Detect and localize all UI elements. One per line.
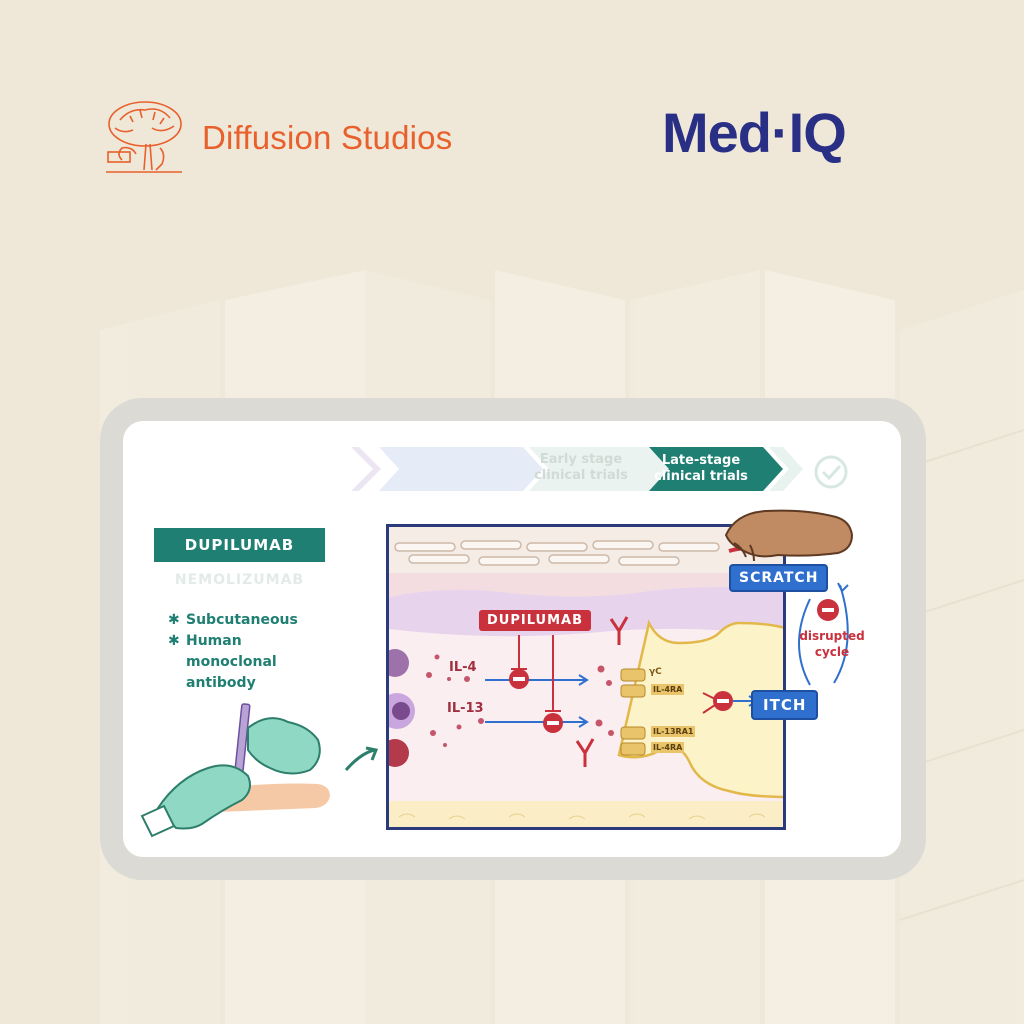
tree-logo-icon	[106, 101, 182, 173]
asterisk-icon: ✱	[168, 612, 180, 628]
cycle-arrows	[798, 582, 849, 686]
drug-properties-list: ✱ Subcutaneous ✱ Human monoclonal antibody	[168, 610, 336, 694]
stage-chevron-late	[649, 447, 783, 491]
mechanism-diagram: DUPILUMAB IL-4 IL-13 γC IL-4RA IL-13RA1 …	[386, 524, 786, 830]
stage-chevron-1	[351, 447, 381, 491]
il13-label: IL-13	[447, 701, 484, 716]
disrupted-cycle-label: disrupted cycle	[799, 629, 865, 659]
property-item: ✱ Human monoclonal antibody	[168, 631, 336, 694]
il4-label: IL-4	[449, 660, 477, 675]
il4ra-top-label: IL-4RA	[651, 684, 685, 695]
diffusion-studios-logo: Diffusion Studios	[100, 98, 452, 178]
stage-early-label: Early stage clinical trials	[534, 452, 628, 483]
diffusion-studios-wordmark: Diffusion Studios	[202, 119, 453, 156]
il4ra-bottom-label: IL-4RA	[651, 742, 685, 753]
diagram-drug-label: DUPILUMAB	[479, 610, 591, 631]
scratch-label: SCRATCH	[729, 564, 829, 592]
stage-late-label: Late-stage clinical trials	[654, 453, 748, 484]
property-text: Human monoclonal antibody	[186, 633, 277, 691]
stage-chevron-2	[379, 447, 543, 491]
gamma-c-label: γC	[649, 667, 662, 677]
med-iq-logo: Med·IQ	[662, 100, 847, 165]
stage-progress-bar	[351, 447, 803, 491]
asterisk-icon: ✱	[168, 633, 180, 649]
stage-chevron-early	[529, 447, 669, 491]
scratching-hand-illustration	[724, 509, 854, 562]
mechanism-artwork	[389, 527, 783, 827]
il13ra1-label: IL-13RA1	[651, 726, 696, 737]
check-circle-icon	[814, 455, 848, 489]
gloved-hand-top	[247, 717, 321, 775]
arrow-icon	[344, 746, 379, 771]
gloved-hand-bottom	[156, 764, 251, 830]
stage-chevron-end	[769, 447, 803, 491]
injection-illustration	[140, 703, 379, 838]
property-item: ✱ Subcutaneous	[168, 610, 336, 631]
drug-tab-dupilumab[interactable]: DUPILUMAB	[154, 528, 325, 562]
med-iq-wordmark: Med·IQ	[662, 101, 847, 164]
itch-label: ITCH	[751, 690, 819, 720]
property-text: Subcutaneous	[186, 612, 298, 628]
drug-tab-nemolizumab[interactable]: NEMOLIZUMAB	[174, 572, 305, 588]
